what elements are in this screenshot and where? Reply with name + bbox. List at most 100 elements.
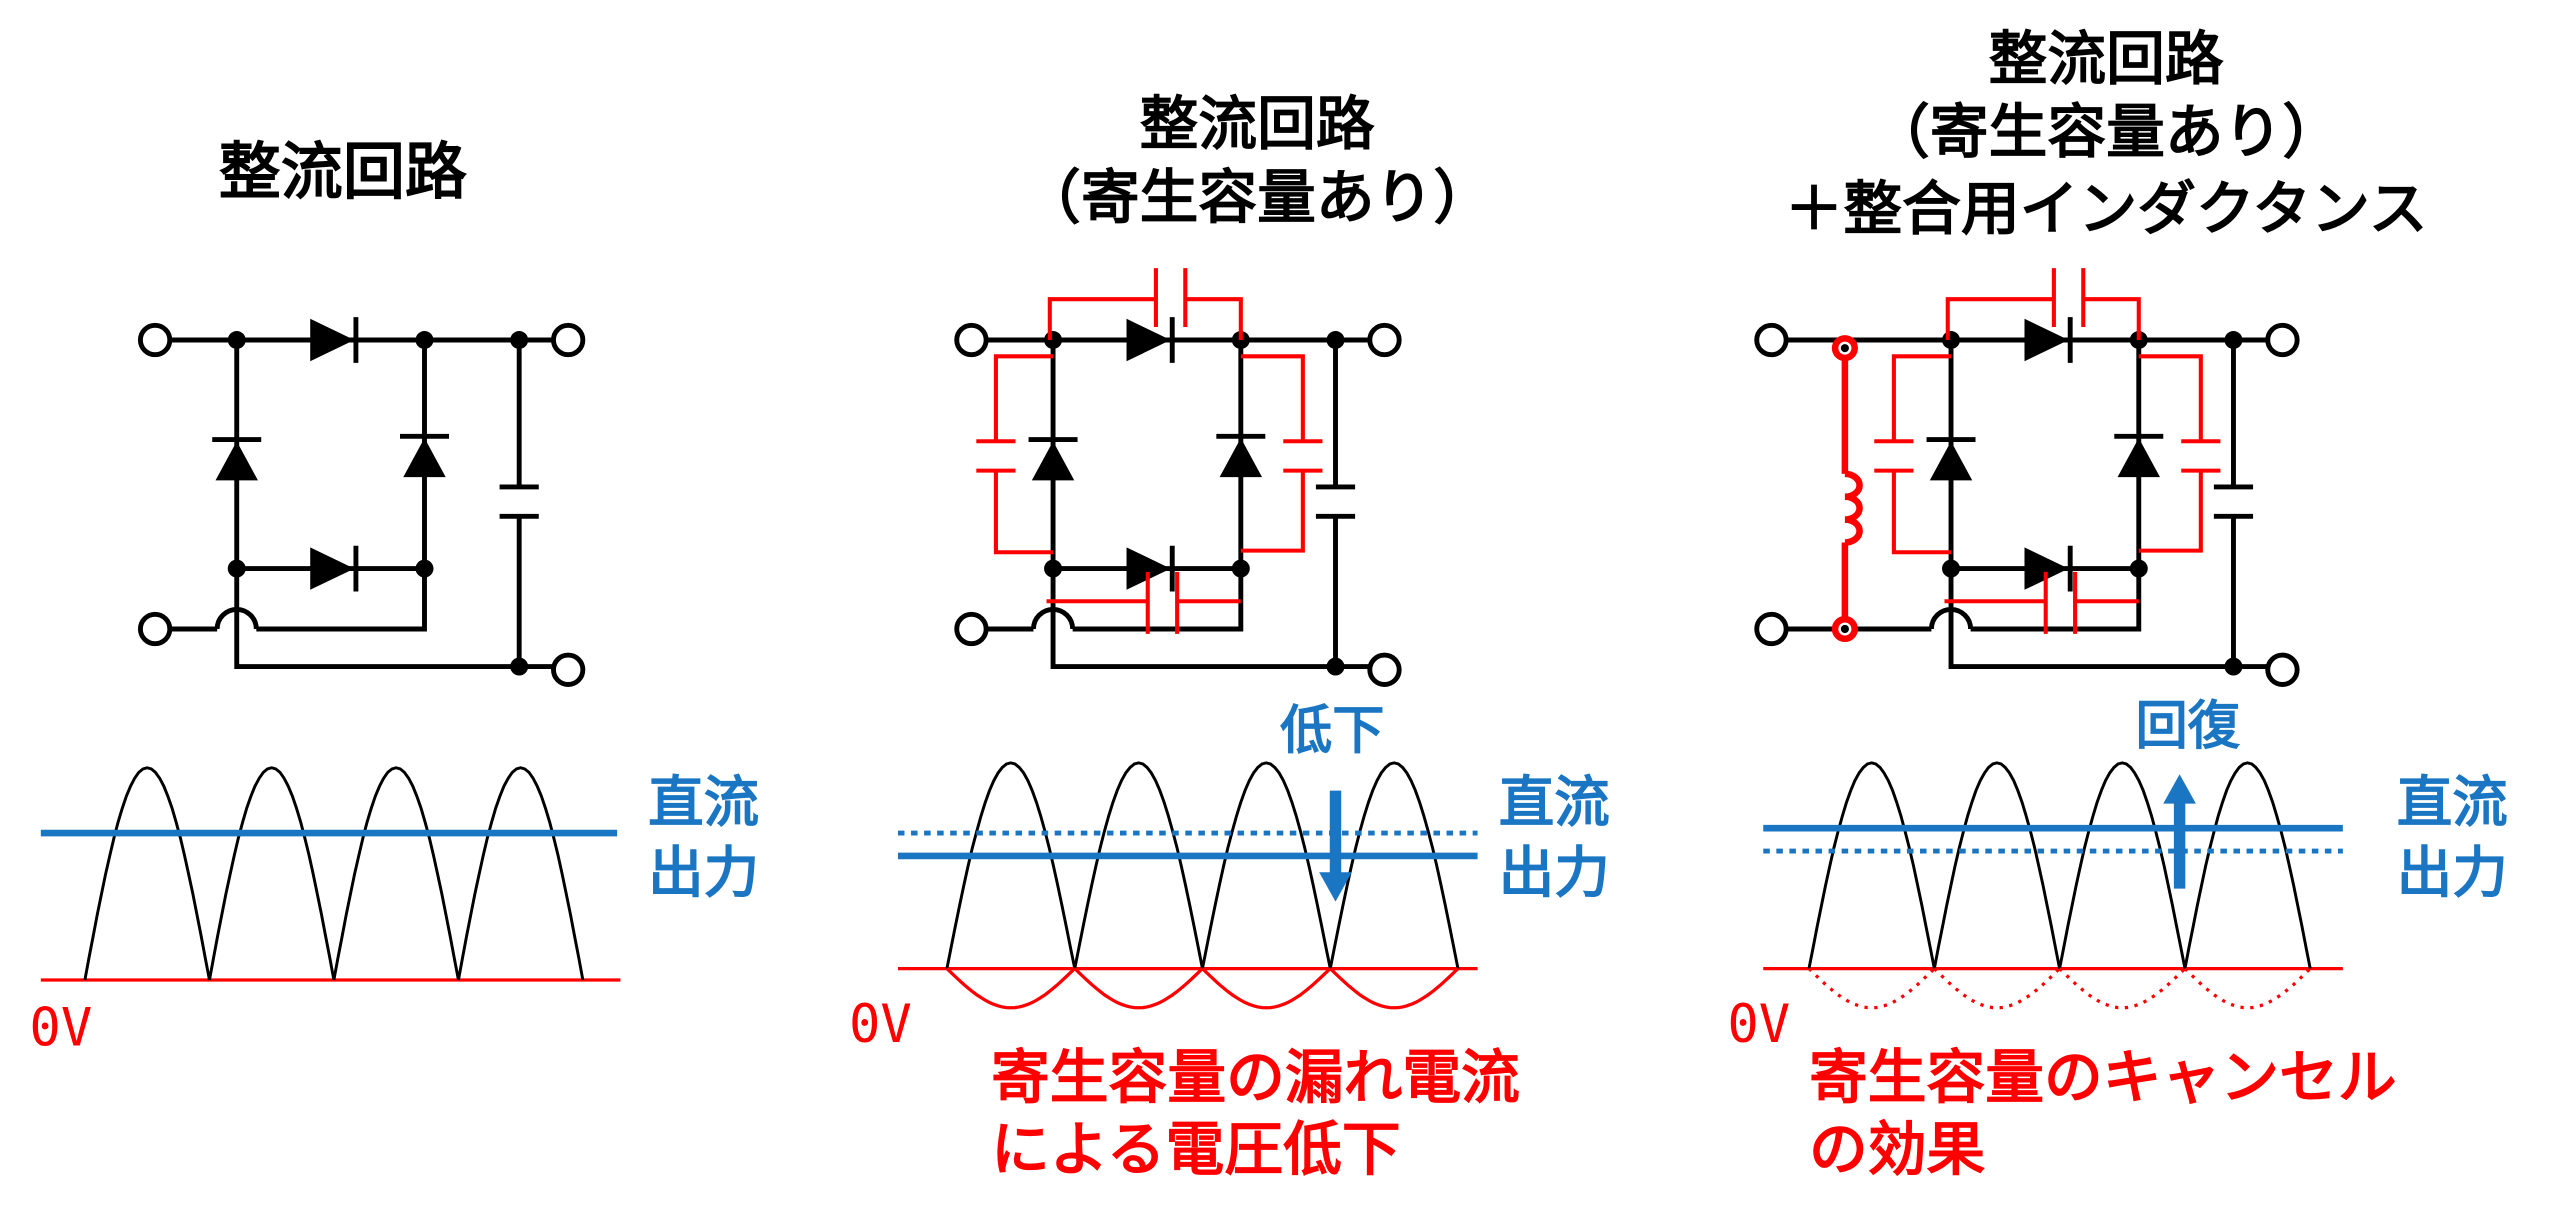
diode-icon [403,437,446,478]
panel3-note-line2: の効果 [1809,1114,1986,1183]
diode-icon [1126,318,1171,362]
wire-crossover [1928,607,1974,630]
cancelled-leakage-wave [2058,967,2187,1010]
diode-icon [2024,547,2069,590]
junction-dot [510,331,529,349]
parasitic-wire [993,470,1054,555]
rectified-wave [83,766,211,981]
leakage-current-wave [1073,967,1204,1010]
terminal [551,652,586,687]
parasitic-wire [2138,354,2203,442]
diode-icon [310,547,355,590]
terminal [551,322,586,358]
panel3-zero-label: 0V [1727,995,1790,1055]
diode-icon [2117,437,2160,478]
terminal [2265,322,2300,358]
rectifier-circuit [137,317,586,687]
panel2-note-line2: による電圧低下 [991,1114,1401,1183]
panel3-note-line1: 寄生容量のキャンセル [1809,1043,2397,1112]
junction-dot [2224,657,2243,676]
parasitic-wire [993,354,1054,442]
panel1-dc-label-2: 出力 [648,841,759,906]
panel3-dc-label-1: 直流 [2397,771,2508,836]
parasitic-capacitances [976,268,1323,634]
wire [1948,340,2234,669]
rectified-wave [208,766,336,981]
terminal [1367,322,1402,358]
wire [234,340,520,669]
terminal [954,322,989,358]
panel1-zero-label: 0V [29,998,92,1058]
terminal [1754,322,1789,358]
terminal [1367,652,1402,687]
parasitic-capacitances [1874,268,2221,634]
junction-dot [1942,331,1960,349]
terminal [137,322,173,358]
cancelled-leakage-wave [1807,967,1936,1010]
panel3-arrow-label: 回復 [2136,696,2241,756]
leakage-current-wave [945,967,1076,1010]
parasitic-wire [1185,297,1243,341]
parasitic-wire [1240,354,1305,442]
wire [1050,340,1336,669]
rectified-wave [332,766,460,981]
panel2-note-line1: 寄生容量の漏れ電流 [991,1043,1520,1112]
panel3-title-line1: 整流回路 [1989,24,2224,93]
rectified-wave [2183,761,2312,969]
diode-icon [215,441,258,481]
wire-crossover [1031,607,1076,630]
panel1-title: 整流回路 [219,135,468,208]
panel2-dc-label-2: 出力 [1499,841,1610,906]
panel2-zero-label: 0V [849,995,912,1055]
leakage-current-wave [1201,967,1332,1010]
panel3-dc-label-2: 出力 [2397,841,2508,906]
panel2-arrow-label: 低下 [1280,701,1384,761]
wire [1072,340,1244,632]
diode-icon [1126,547,1171,590]
rectifier-circuit [954,268,1402,687]
panel3-title-line3: ＋整合用インダクタンス [1785,174,2428,243]
diode-icon [1031,441,1075,481]
panel2-title-line2: （寄生容量あり） [1022,163,1492,232]
rectifier-circuit [1754,268,2300,687]
rectified-wave [1328,761,1460,969]
parasitic-wire [1945,297,2054,341]
rectified-wave [2058,761,2187,969]
rectified-wave [1932,761,2062,969]
down-arrow-icon [1319,872,1352,902]
rectified-wave [457,766,585,981]
wire-crossover [214,607,259,630]
diode-icon [2024,318,2069,362]
junction-dot [1942,559,1960,578]
junction-dot [227,331,246,349]
cancelled-leakage-wave [2183,967,2312,1010]
junction-dot [415,331,434,349]
matching-inductor [1831,335,1863,643]
terminal [2265,652,2300,687]
cancelled-leakage-wave [1933,967,2061,1010]
junction-dot [1231,559,1250,578]
terminal [137,611,173,647]
junction-dot [1044,331,1063,349]
leakage-current-wave [1329,967,1460,1010]
junction-dot [1326,331,1345,349]
parasitic-wire [2138,470,2203,553]
rectified-wave [1201,761,1332,969]
diode-icon [310,318,355,362]
panel2-dc-label-1: 直流 [1499,771,1610,836]
junction-dot [510,657,529,676]
parasitic-wire [1891,354,1952,442]
panel1-dc-label-1: 直流 [648,771,759,836]
junction-dot [1044,559,1063,578]
rectified-wave [945,761,1077,969]
diode-icon [1219,437,1263,478]
parasitic-wire [1240,470,1305,553]
parasitic-wire [1891,470,1952,555]
terminal [1754,611,1789,647]
junction-dot [1326,657,1345,676]
rectified-wave [1807,761,1936,969]
up-arrow-icon [2163,774,2196,804]
inductor-coil-icon [1844,470,1863,546]
junction-dot [415,559,434,578]
